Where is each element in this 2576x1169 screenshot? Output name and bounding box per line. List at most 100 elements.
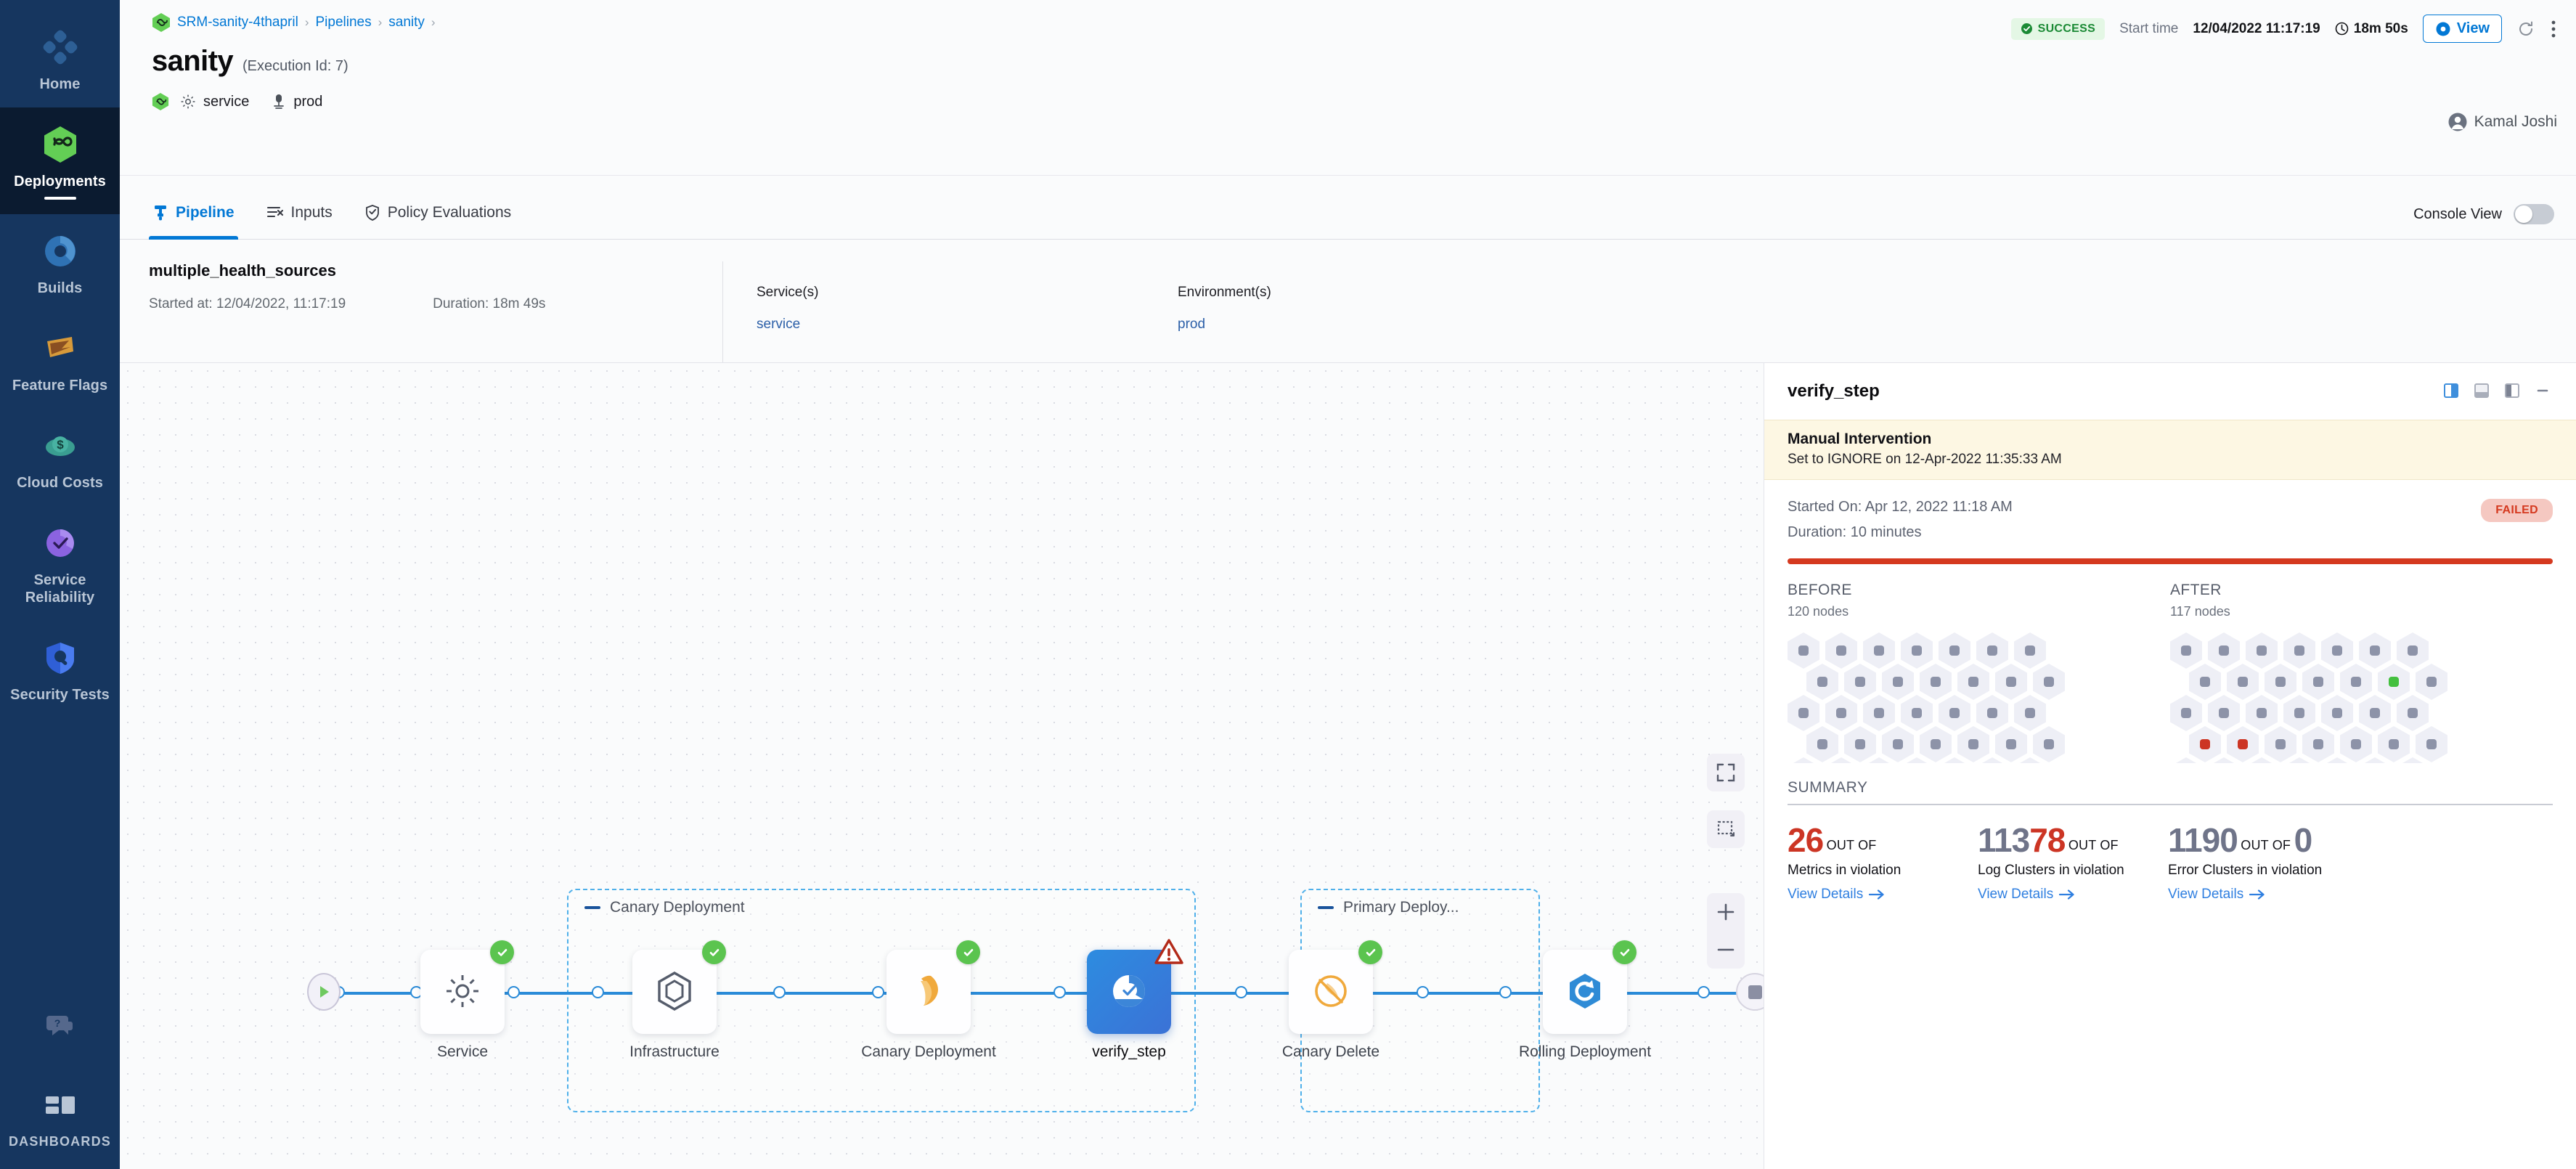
node-hex-dot	[2044, 677, 2054, 687]
tab-policy-evaluations[interactable]: Policy Evaluations	[361, 176, 515, 239]
node-hex[interactable]	[2283, 757, 2315, 763]
breadcrumb-item-pipelines[interactable]: Pipelines	[315, 15, 372, 30]
pipeline-start-node[interactable]	[307, 973, 341, 1011]
view-button-label: View	[2456, 20, 2490, 36]
pipeline-node-label: Infrastructure	[629, 1043, 720, 1060]
node-hex-dot	[2294, 708, 2304, 718]
fullscreen-button[interactable]	[1707, 754, 1745, 791]
breadcrumb-separator: ›	[378, 15, 383, 29]
canary-deploy-icon	[909, 972, 948, 1013]
node-hex-dot	[1968, 739, 1978, 749]
sidebar-item-builds[interactable]: Builds	[0, 214, 120, 311]
node-grid-row	[1788, 632, 2151, 669]
pipeline-end-node[interactable]	[1736, 973, 1764, 1011]
more-options-icon[interactable]	[2550, 19, 2557, 39]
zoom-out-button[interactable]	[1707, 931, 1745, 969]
minimize-icon[interactable]	[2534, 382, 2553, 401]
node-hex[interactable]	[2208, 757, 2240, 763]
user-row[interactable]: Kamal Joshi	[2448, 113, 2557, 131]
environments-value[interactable]: prod	[1178, 317, 1206, 332]
node-grid-row	[2170, 757, 2533, 763]
violations-count: 26	[1788, 821, 1824, 859]
breadcrumb-item-sanity[interactable]: sanity	[388, 15, 425, 30]
pipeline-node-service[interactable]: Service	[420, 940, 514, 1060]
zoom-controls[interactable]	[1707, 893, 1745, 969]
pipeline-node-rolling-deployment[interactable]: Rolling Deployment	[1519, 940, 1651, 1060]
connector-line	[338, 992, 1753, 995]
help-button[interactable]: ?	[0, 989, 120, 1069]
start-time-label: Start time	[2119, 20, 2179, 36]
service-chip[interactable]: service	[179, 93, 249, 110]
connector-port	[1235, 986, 1247, 998]
main-column: SRM-sanity-4thapril › Pipelines › sanity…	[120, 0, 2576, 1169]
breadcrumb-item-project[interactable]: SRM-sanity-4thapril	[177, 15, 298, 30]
dashboards-grid-icon	[39, 1085, 81, 1127]
marquee-select-button[interactable]	[1707, 810, 1745, 848]
node-hex[interactable]	[2014, 757, 2046, 763]
node-hex-dot	[1817, 677, 1827, 687]
tab-inputs[interactable]: Inputs	[263, 176, 336, 239]
node-grid-row	[2189, 726, 2533, 762]
node-hex-dot	[1949, 645, 1960, 656]
node-hex-dot	[1817, 739, 1827, 749]
collapse-dash-icon[interactable]	[1318, 906, 1334, 909]
node-hex[interactable]	[1901, 757, 1933, 763]
before-node-grid	[1788, 632, 2151, 763]
tab-pipeline[interactable]: Pipeline	[149, 176, 238, 240]
sidebar-item-service-reliability[interactable]: Service Reliability	[0, 506, 120, 621]
sidebar-item-home[interactable]: Home	[0, 10, 120, 107]
view-details-link[interactable]: View Details	[2168, 887, 2265, 903]
detail-panel-actions	[2442, 382, 2553, 401]
console-view-toggle[interactable]: Console View	[2413, 204, 2554, 224]
node-hex[interactable]	[2397, 757, 2429, 763]
pipeline-node-canary-delete[interactable]: Canary Delete	[1282, 940, 1382, 1060]
environment-chip[interactable]: prod	[271, 93, 322, 110]
node-hex[interactable]	[2321, 757, 2353, 763]
collapse-dash-icon[interactable]	[584, 906, 600, 909]
view-details-link[interactable]: View Details	[1978, 887, 2075, 903]
pipeline-node-canary-deployment[interactable]: Canary Deployment	[861, 940, 996, 1060]
node-hex[interactable]	[1939, 757, 1970, 763]
summary-cell-errors: 1190 OUT OF 0 Error Clusters in violatio…	[2168, 821, 2358, 903]
sidebar-item-feature-flags[interactable]: Feature Flags	[0, 311, 120, 409]
sidebar-item-label: Home	[39, 76, 81, 92]
node-hex[interactable]	[1825, 757, 1857, 763]
console-view-switch[interactable]	[2514, 204, 2554, 224]
policy-shield-check-icon	[364, 204, 380, 221]
node-hex[interactable]	[2359, 757, 2391, 763]
zoom-in-button[interactable]	[1707, 893, 1745, 931]
sidebar-item-dashboards[interactable]: DASHBOARDS	[0, 1069, 120, 1169]
pipeline-node-infrastructure[interactable]: Infrastructure	[629, 940, 726, 1060]
out-of-label: OUT OF	[2241, 838, 2291, 852]
node-hex[interactable]	[2246, 757, 2278, 763]
before-column: BEFORE 120 nodes	[1788, 582, 2170, 763]
avatar	[2448, 113, 2467, 131]
top-header: SRM-sanity-4thapril › Pipelines › sanity…	[120, 0, 2576, 176]
sidebar-item-cloud-costs[interactable]: $ Cloud Costs	[0, 409, 120, 506]
sidebar-item-label: DASHBOARDS	[8, 1134, 111, 1149]
sidebar-item-deployments[interactable]: Deployments	[0, 107, 120, 214]
run-info-left: multiple_health_sources Started at: 12/0…	[149, 261, 722, 312]
arrow-right-icon	[2059, 889, 2075, 900]
view-button[interactable]: View	[2422, 15, 2502, 43]
node-hex[interactable]	[1976, 757, 2008, 763]
help-chat-icon: ?	[39, 1005, 81, 1047]
refresh-icon[interactable]	[2516, 20, 2535, 38]
sidebar-item-security-tests[interactable]: Security Tests	[0, 621, 120, 718]
toggle-knob	[2515, 205, 2532, 223]
duration-chip: 18m 50s	[2335, 21, 2408, 37]
view-details-link[interactable]: View Details	[1788, 887, 1885, 903]
node-hex[interactable]	[2170, 757, 2202, 763]
node-hex-dot	[2351, 677, 2361, 687]
verify-gauge-icon	[1108, 970, 1150, 1014]
pipeline-canvas[interactable]: Canary Deployment Primary Deploy...	[120, 363, 1764, 1169]
services-value[interactable]: service	[757, 317, 801, 332]
panel-right-icon[interactable]	[2442, 382, 2461, 401]
panel-bottom-icon[interactable]	[2473, 382, 2492, 401]
pipeline-node-verify-step[interactable]: verify_step	[1087, 939, 1183, 1060]
node-hex[interactable]	[1863, 757, 1895, 763]
node-hex[interactable]	[1788, 757, 1819, 763]
status-success-icon	[490, 940, 514, 964]
panel-left-icon[interactable]	[2503, 382, 2522, 401]
node-hex-dot	[2332, 645, 2342, 656]
